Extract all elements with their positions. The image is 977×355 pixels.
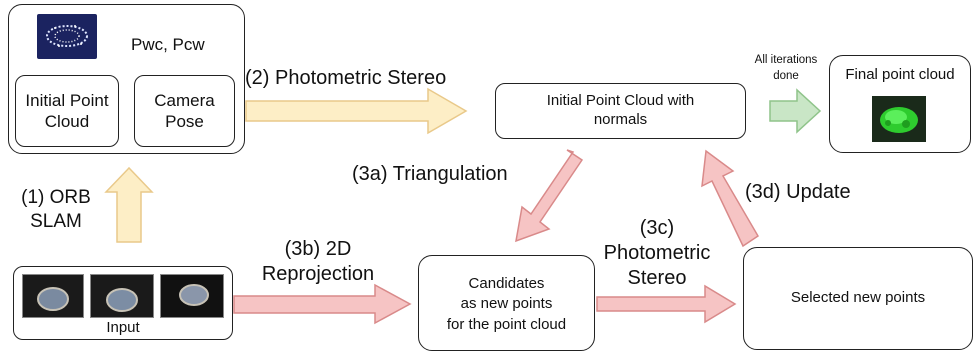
update-label: (3d) Update [745,181,851,203]
arrow-update [701,149,760,248]
initial-point-cloud-label: Initial Point Cloud [25,91,109,132]
arrow-reprojection [233,283,412,325]
arrow-orb-slam [104,166,154,243]
initial-point-cloud-box: Initial Point Cloud [15,75,119,147]
final-point-cloud-label: Final point cloud [845,66,955,83]
camera-pose-label: Camera Pose [154,91,215,132]
arrow-all-iterations [769,88,822,134]
initial-point-cloud-normals-box: Initial Point Cloud with normals [495,83,746,139]
coin-object-icon [106,288,138,312]
initial-point-cloud-normals-label: Initial Point Cloud with normals [546,92,695,128]
candidates-box: Candidates as new points for the point c… [418,255,595,351]
input-label: Input [106,319,140,336]
slam-output-box: Pwc, Pcw Initial Point Cloud Camera Pose [8,4,245,154]
point-cloud-thumbnail [37,14,97,59]
final-point-cloud-box: Final point cloud [829,55,971,153]
photometric-stereo-2-label: (2) Photometric Stereo [245,67,447,89]
arrow-photometric-stereo-2 [245,87,468,135]
coin-object-icon [37,287,69,311]
point-cloud-dots-icon [46,25,88,47]
all-iterations-label: All iterations done [754,54,818,82]
reprojection-label: (3b) 2D Reprojection [261,238,375,285]
input-image-2 [90,274,154,318]
point-cloud-green-icon [880,107,918,133]
pose-label: Pwc, Pcw [131,35,205,54]
coin-object-icon [179,284,209,306]
arrow-photometric-stereo-3c [596,284,737,324]
orb-slam-label: (1) ORB SLAM [21,187,91,232]
input-image-3 [160,274,224,318]
triangulation-label: (3a) Triangulation [352,163,508,185]
photometric-stereo-3c-label: (3c) Photometric Stereo [603,217,711,289]
selected-new-points-box: Selected new points [743,247,973,350]
final-point-cloud-thumbnail [872,96,926,142]
arrow-triangulation [515,149,584,243]
selected-new-points-label: Selected new points [790,289,926,306]
camera-pose-box: Camera Pose [134,75,235,147]
input-image-1 [22,274,84,318]
input-box: Input [13,266,233,340]
candidates-label: Candidates as new points for the point c… [446,275,567,333]
